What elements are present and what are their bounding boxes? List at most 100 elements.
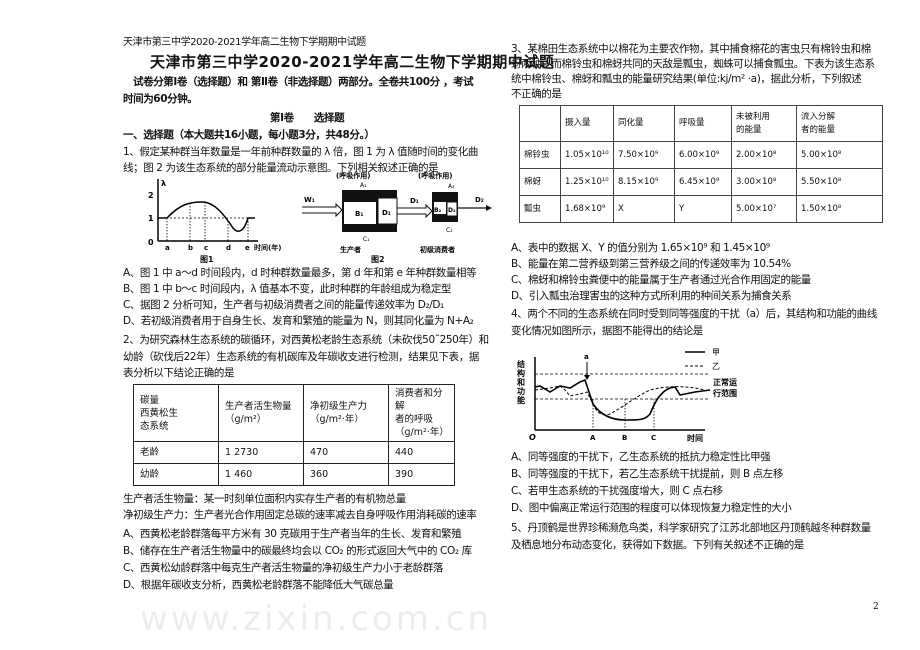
svg-text:B₂: B₂ — [434, 207, 442, 214]
x-tick: a — [165, 244, 170, 252]
x-tick: d — [226, 244, 231, 252]
table-header-cell: 未被利用的能量 — [731, 105, 797, 142]
q4-option-d: D、图中偏离正常运行范围的程度可以体现恢复力稳定性的大小 — [511, 502, 792, 514]
q4-stem: 4、两个不同的生态系统在同时受到同等强度的干扰（a）后，其结构和功能的曲线 — [511, 308, 877, 320]
consumer-label: 初级消费者 — [420, 245, 455, 254]
page-number: 2 — [873, 602, 879, 612]
x-tick: B — [622, 434, 627, 442]
q4-stability-chart: 结 构 和 功 能 a 甲 乙 正常运 行范围 O A B C 时间 — [517, 348, 737, 442]
q1-option-d: D、若初级消费者用于自身生长、发育和繁殖的能量为 N，则其同化量为 N+A₂ — [123, 315, 474, 327]
producer-label: 生产者 — [340, 245, 361, 254]
q1-stem: 1、假定某种群当年数量是一年前种群数量的 λ 倍，图 1 为 λ 值随时间的变化… — [123, 146, 478, 158]
legend-yi: 乙 — [712, 362, 720, 371]
respiration-label: (呼吸作用) — [336, 171, 370, 180]
origin-label: O — [529, 433, 536, 442]
q2-option-b: B、储存在生产者活生物量中的碳最终均会以 CO₂ 的形式返回大气中的 CO₂ 库 — [123, 545, 472, 557]
x-tick: e — [245, 244, 250, 252]
q2-stem: 表分析以下结论正确的是 — [123, 367, 235, 379]
legend-jia: 甲 — [712, 348, 720, 357]
q5-stem: 5、丹顶鹤是世界珍稀濒危鸟类，科学家研究了江苏北部地区丹顶鹤越冬种群数量 — [511, 522, 871, 534]
q3-stem: 蚜两种，而棉铃虫和棉蚜共同的天敌是瓢虫，蜘蛛可以捕食瓢虫。下表为该生态系 — [511, 58, 875, 70]
band-label: 行范围 — [712, 388, 737, 398]
page-title: 天津市第三中学2020-2021学年高二生物下学期期中试题 — [150, 53, 555, 71]
q3-stem: 统中棉铃虫、棉蚜和瓢虫的能量研究结果(单位:kj/m² ·a)，据此分析，下列叙… — [511, 73, 862, 85]
svg-text:构: 构 — [517, 368, 525, 378]
q2-option-a: A、西黄松老龄群落每平方米有 30 克碳用于生产者当年的生长、发育和繁殖 — [123, 528, 462, 540]
svg-text:A₂: A₂ — [448, 183, 455, 190]
svg-text:D₂: D₂ — [448, 207, 456, 214]
q2-stem: 2、为研究森林生态系统的碳循环，对西黄松老龄生态系统（未砍伐50˜250年）和 — [123, 334, 489, 346]
svg-text:C₁: C₁ — [363, 236, 370, 243]
x-axis-label: 时间 — [687, 433, 703, 442]
q5-stem: 及栖息地分布动态变化，获得如下数据。下列有关叙述不正确的是 — [511, 539, 804, 551]
intro-line: 时间为60分钟。 — [123, 93, 198, 105]
q1-option-a: A、图 1 中 a～d 时间段内，d 时种群数量最多，第 d 年和第 e 年种群… — [123, 267, 477, 279]
q2-stem: 幼龄（砍伐后22年）生态系统的有机碳库及年碳收支进行检测，结果见下表，据 — [123, 351, 479, 363]
table-header-row: 碳量西黄松生态系统 生产者活生物量（g/m²） 净初级生产力（g/m²·年） 消… — [133, 384, 455, 442]
q1-option-b: B、图 1 中 b～c 时间段内，λ 值基本不变，此时种群的年龄组成为稳定型 — [123, 283, 452, 295]
watermark: www.zixin.com.cn — [140, 599, 492, 639]
y-tick: 2 — [148, 191, 154, 200]
q3-option-b: B、能量在第二营养级到第三营养级之间的传递效率为 10.54% — [511, 258, 791, 270]
q2-definition: 生产者活生物量：某一时刻单位面积内实存生产者的有机物总量 — [123, 493, 406, 505]
svg-text:(呼吸作用): (呼吸作用) — [418, 171, 452, 180]
svg-text:B₁: B₁ — [355, 210, 363, 218]
q3-stem: 3、某棉田生态系统中以棉花为主要农作物，其中捕食棉花的害虫只有棉铃虫和棉 — [511, 43, 871, 55]
series-yi — [534, 385, 706, 416]
q3-option-c: C、棉蚜和棉铃虫粪便中的能量属于生产者通过光合作用固定的能量 — [511, 274, 811, 286]
part-heading: 第Ⅰ卷 选择题 — [270, 112, 345, 124]
svg-text:D₁: D₁ — [382, 209, 391, 217]
band-label: 正常运 — [713, 377, 737, 387]
q2-option-c: C、西黄松幼龄群落中每克生产者活生物量的净初级生产力小于老龄群落 — [123, 562, 444, 574]
y-label: λ — [161, 179, 166, 188]
figure-2-energy-flow: (呼吸作用) A₁ B₁ D₁ C₁ W₁ D₁ 生产者 (呼吸作用) A₂ B… — [302, 171, 492, 254]
x-tick: C — [651, 434, 656, 442]
arrow-d1 — [397, 203, 433, 219]
lambda-curve — [158, 201, 255, 232]
running-header: 天津市第三中学2020-2021学年高二生物下学期期中试题 — [123, 37, 366, 48]
figure-1-lambda-curve: λ 2 1 0 a b c d e — [148, 179, 258, 252]
intro-line: 试卷分第Ⅰ卷（选择题）和 第Ⅱ卷（非选择题）两部分。全卷共100分 ，考试 — [133, 76, 474, 88]
table-header-cell: 流入分解者的能量 — [796, 105, 883, 142]
svg-text:W₁: W₁ — [304, 196, 315, 204]
x-tick: b — [188, 244, 193, 252]
svg-text:功: 功 — [517, 386, 525, 396]
arrow-w1 — [302, 202, 343, 218]
section-heading: 一、选择题（本大题共16小题，每小题3分，共48分。） — [123, 129, 375, 141]
q3-option-d: D、引入瓢虫治理害虫的这种方式所利用的种间关系为捕食关系 — [511, 290, 792, 302]
q1-stem: 线；图 2 为该生态系统的部分能量流动示意图。下列相关叙述正确的是 — [123, 162, 439, 174]
disturbance-label: a — [584, 353, 589, 361]
q2-definition: 净初级生产力：生产者光合作用固定总碳的速率减去自身呼吸作用消耗碳的速率 — [123, 509, 477, 521]
x-tick: A — [590, 434, 596, 442]
svg-text:D₁: D₁ — [410, 197, 419, 205]
table-header-row: 摄入量 同化量 呼吸量 未被利用的能量 流入分解者的能量 — [519, 105, 883, 142]
figure-1-caption: 图1 — [200, 255, 214, 264]
y-tick: 1 — [148, 214, 154, 223]
q4-option-b: B、同等强度的干扰下，若乙生态系统干扰提前，则 B 点左移 — [511, 468, 783, 480]
q3-stem: 不正确的是 — [511, 88, 562, 100]
svg-text:能: 能 — [517, 395, 525, 405]
x-tick: c — [204, 244, 208, 252]
figure-2-caption: 图2 — [371, 255, 385, 264]
svg-text:D₂: D₂ — [475, 196, 484, 204]
q4-stem: 变化情况如图所示，据图不能得出的结论是 — [511, 325, 703, 337]
series-jia — [534, 378, 711, 421]
svg-text:结: 结 — [517, 359, 525, 369]
svg-text:和: 和 — [517, 377, 525, 387]
y-tick: 0 — [148, 238, 154, 247]
svg-text:C₂: C₂ — [446, 227, 453, 234]
q3-option-a: A、表中的数据 X、Y 的值分别为 1.65×10⁹ 和 1.45×10⁹ — [511, 242, 770, 254]
q4-option-a: A、同等强度的干扰下，乙生态系统的抵抗力稳定性比甲强 — [511, 451, 771, 463]
q2-option-d: D、根据年碳收支分析，西黄松老龄群落不能降低大气碳总量 — [123, 579, 394, 591]
q2-table: 碳量西黄松生态系统 生产者活生物量（g/m²） 净初级生产力（g/m²·年） 消… — [133, 384, 455, 486]
q4-option-c: C、若甲生态系统的干扰强度增大，则 C 点右移 — [511, 485, 723, 497]
x-axis-label: 时间(年) — [254, 244, 282, 252]
label-a1: A₁ — [360, 182, 367, 189]
q1-option-c: C、据图 2 分析可知，生产者与初级消费者之间的能量传递效率为 D₂/D₁ — [123, 299, 444, 311]
